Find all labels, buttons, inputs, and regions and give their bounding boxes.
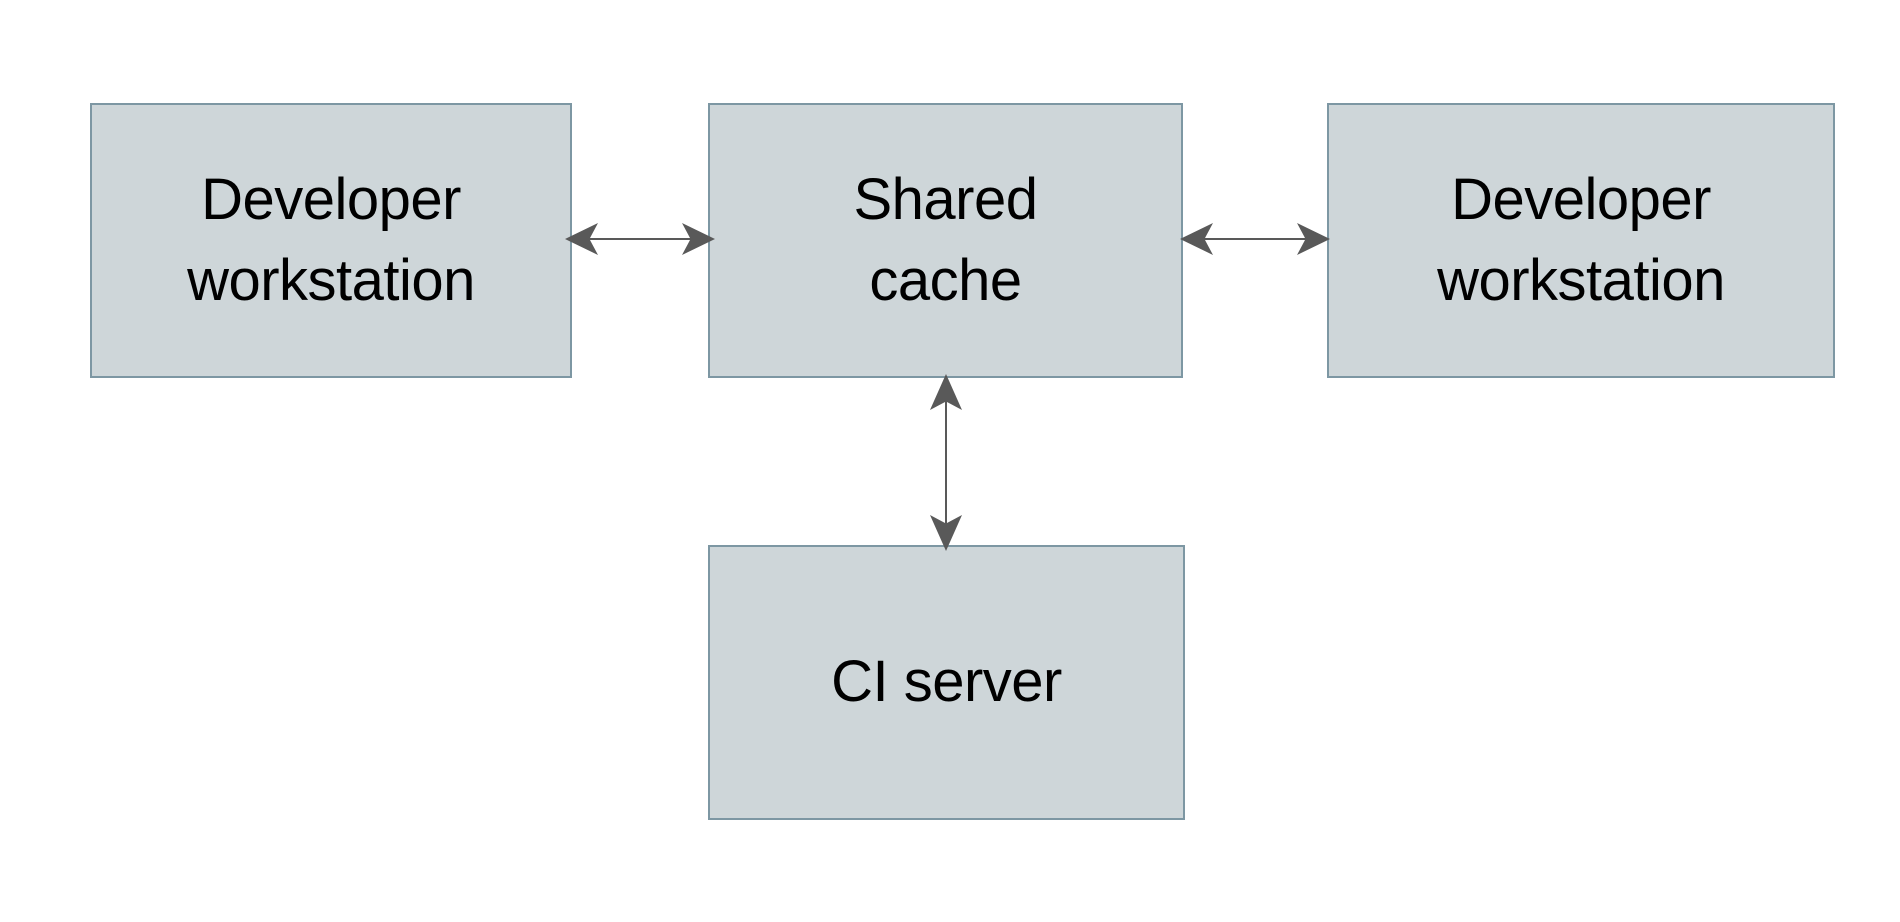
node-developer-workstation-left[interactable]: Developer workstation (90, 103, 572, 378)
double-arrow-icon (1180, 223, 1330, 255)
double-arrow-icon (565, 223, 715, 255)
edge-developer-workstation-left-to-shared-cache[interactable] (560, 210, 720, 270)
node-developer-workstation-right[interactable]: Developer workstation (1327, 103, 1835, 378)
node-ci-server[interactable]: CI server (708, 545, 1185, 820)
node-shared-cache[interactable]: Shared cache (708, 103, 1183, 378)
edge-shared-cache-to-ci-server[interactable] (916, 370, 976, 555)
node-label: Developer workstation (187, 167, 475, 313)
node-label: Shared cache (853, 167, 1038, 313)
node-label: CI server (831, 649, 1062, 715)
node-label: Developer workstation (1437, 167, 1725, 313)
edge-shared-cache-to-developer-workstation-right[interactable] (1175, 210, 1335, 270)
double-arrow-icon (930, 374, 962, 551)
